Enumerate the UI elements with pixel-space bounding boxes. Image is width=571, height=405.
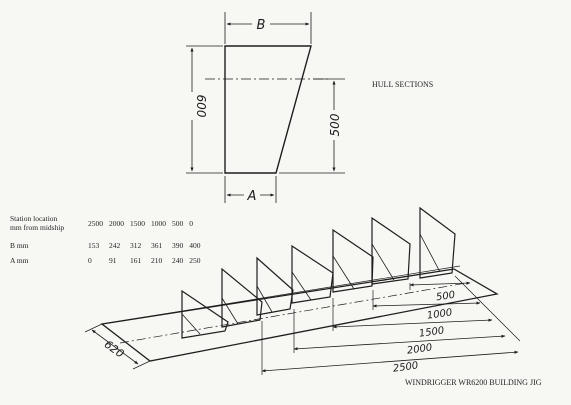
station-location-label: Station location: [10, 214, 58, 223]
station-frame-bow: [181, 289, 229, 339]
station-frame-2000: [256, 256, 294, 316]
table-row: B mm 153 242 312 361 390 400: [10, 236, 204, 254]
station-cell: 1000: [151, 218, 166, 228]
station-dim-line-1000: [372, 301, 481, 308]
station-frame-2500: [221, 267, 263, 328]
station-cell: 2500: [88, 218, 103, 228]
table-header-row: Station location mm from midship 2500 20…: [10, 210, 204, 236]
station-cell: 500: [172, 218, 184, 228]
table-cell: 312: [130, 240, 142, 250]
table-cell: 250: [189, 255, 201, 265]
table-cell: 240: [172, 255, 184, 265]
station-dim-line-500: [409, 281, 471, 287]
station-frame-1000: [332, 228, 374, 293]
station-dim-1000-text: 1000: [426, 307, 453, 321]
station-dim-line-2500: [261, 350, 519, 373]
table-cell: 153: [88, 240, 100, 250]
dimension-line-620: [91, 329, 139, 365]
jig-centerline: [119, 281, 473, 344]
table-cell: 91: [109, 255, 117, 265]
mm-from-midship-label: mm from midship: [10, 223, 65, 232]
dim-a-text: A: [247, 189, 257, 204]
station-table: Station location mm from midship 2500 20…: [10, 210, 204, 266]
station-dim-2000-text: 2000: [406, 342, 433, 356]
row-label: A mm: [10, 255, 29, 265]
table-cell: 161: [130, 255, 142, 265]
table-row: A mm 0 91 161 210 240 250: [10, 254, 204, 266]
hull-section-outline: [224, 45, 312, 174]
station-frame-0: [419, 206, 456, 279]
dim-500-text: 500: [328, 113, 342, 136]
station-dim-line-1500: [332, 318, 493, 329]
table-cell: 361: [151, 240, 163, 250]
table-cell: 390: [172, 240, 184, 250]
building-jig-label: WINDRIGGER WR6200 BUILDING JIG: [405, 378, 542, 387]
table-cell: 0: [88, 255, 92, 265]
station-cell: 0: [189, 218, 193, 228]
dim-620-text: 620: [102, 338, 127, 361]
table-cell: 400: [189, 240, 201, 250]
station-dim-500-text: 500: [435, 290, 455, 304]
station-cell: 2000: [109, 218, 124, 228]
dim-b-text: B: [257, 18, 266, 33]
station-frame-500: [371, 216, 411, 285]
table-header-cell: Station location mm from midship: [10, 210, 85, 236]
jig-baseline: [101, 265, 461, 325]
dim-600-text: 600: [194, 95, 208, 118]
building-jig-drawing: [84, 206, 521, 375]
station-dim-line-2000: [293, 334, 506, 351]
hull-section-drawing: [186, 12, 345, 203]
station-dim-1500-text: 1500: [418, 325, 445, 339]
station-cell: 1500: [130, 218, 145, 228]
table-cell: 242: [109, 240, 121, 250]
hull-sections-label: HULL SECTIONS: [372, 80, 434, 89]
station-dim-2500-text: 2500: [392, 360, 419, 374]
row-label: B mm: [10, 240, 29, 250]
table-cell: 210: [151, 255, 163, 265]
station-frame-1500: [291, 244, 334, 304]
